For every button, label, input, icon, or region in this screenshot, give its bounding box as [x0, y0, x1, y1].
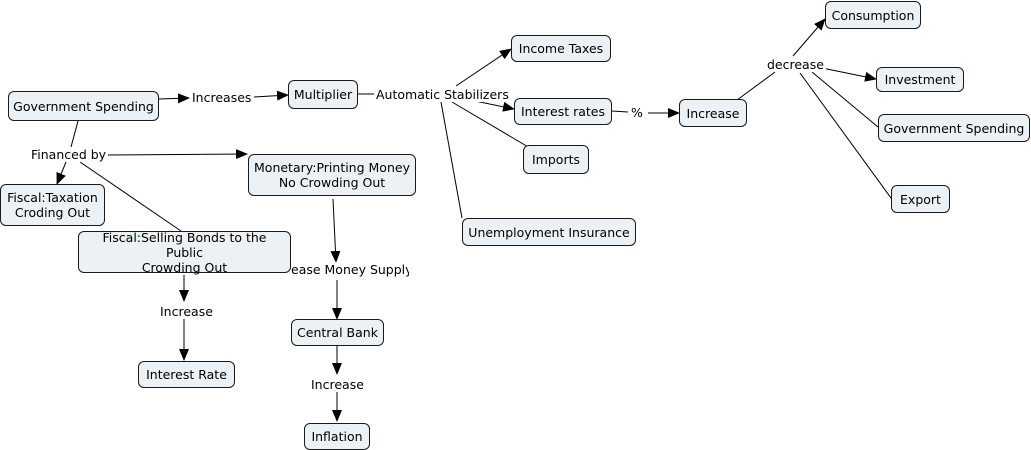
node-investment[interactable]: Investment — [876, 67, 964, 92]
link-decrease-export — [799, 72, 892, 199]
node-government-spending[interactable]: Government Spending — [8, 91, 159, 121]
node-unemployment-insurance[interactable]: Unemployment Insurance — [462, 218, 636, 246]
label-decrease: decrease — [765, 57, 826, 72]
node-government-spending-2[interactable]: Government Spending — [878, 114, 1030, 142]
link-increase-decrease — [736, 71, 776, 101]
label-increase-bonds: Increase — [158, 304, 215, 319]
label-increases: Increases — [190, 90, 254, 105]
link-decrease-govspending — [811, 71, 879, 128]
link-govspending-increases — [158, 93, 190, 104]
label-increase-money-supply: ease Money Supply — [291, 262, 409, 277]
link-decrease-consumption — [792, 18, 826, 57]
link-monetary-moneysupply — [330, 198, 341, 263]
link-financed-taxation — [56, 161, 67, 185]
node-increase-rates[interactable]: Increase — [679, 99, 747, 127]
link-govspending-financed — [70, 120, 79, 148]
node-fiscal-taxation[interactable]: Fiscal:Taxation Croding Out — [0, 184, 105, 226]
label-percent: % — [629, 105, 645, 120]
link-stabilizers-imports — [451, 101, 531, 149]
link-financed-monetary — [104, 149, 248, 160]
node-inflation[interactable]: Inflation — [304, 423, 370, 450]
label-increase-bank: Increase — [309, 377, 366, 392]
link-stabilizers-interestrates — [474, 100, 515, 112]
link-financed-bonds — [79, 161, 182, 232]
node-interest-rates[interactable]: Interest rates — [514, 98, 612, 125]
node-consumption[interactable]: Consumption — [825, 1, 921, 29]
link-stabilizers-unemployment — [440, 101, 463, 219]
node-fiscal-bonds[interactable]: Fiscal:Selling Bonds to the Public Crowd… — [78, 230, 291, 275]
label-automatic-stabilizers: Automatic Stabilizers — [374, 87, 511, 102]
link-decrease-investment — [821, 67, 877, 82]
link-increases-multiplier — [253, 90, 289, 101]
node-multiplier[interactable]: Multiplier — [288, 80, 358, 109]
node-interest-rate[interactable]: Interest Rate — [138, 361, 235, 388]
node-imports[interactable]: Imports — [523, 145, 589, 174]
link-stabilizers-incometaxes — [455, 48, 512, 87]
label-financed-by: Financed by — [29, 147, 109, 162]
node-central-bank[interactable]: Central Bank — [291, 319, 384, 346]
node-export[interactable]: Export — [891, 185, 950, 213]
node-monetary-printing[interactable]: Monetary:Printing Money No Crowding Out — [248, 154, 416, 196]
link-interestrates-percent — [611, 110, 629, 113]
node-income-taxes[interactable]: Income Taxes — [511, 35, 611, 62]
